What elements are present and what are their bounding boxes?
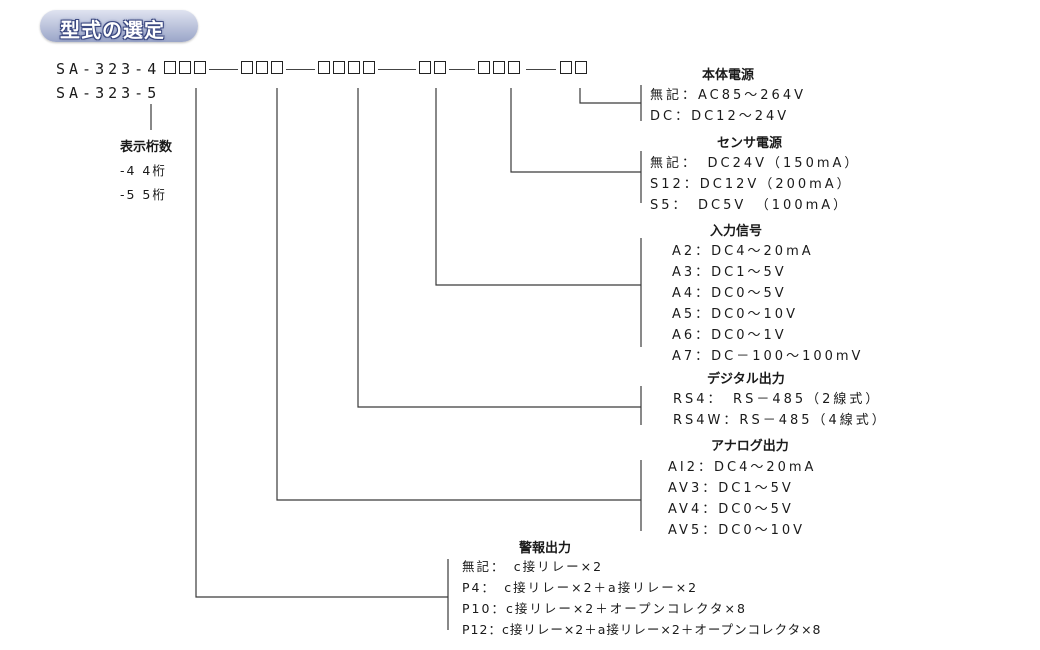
alarm-heading: 警報出力 <box>519 541 572 556</box>
analog-item: AI2：DC4～20mA <box>668 460 817 475</box>
digital-heading: デジタル出力 <box>707 372 785 387</box>
page-title: 型式の選定 <box>60 18 165 42</box>
analog-connector <box>276 88 641 501</box>
power-item: 無記：AC85～264V <box>650 88 806 103</box>
digital-connector <box>357 88 641 408</box>
code-box <box>419 61 431 74</box>
digits-heading: 表示桁数 <box>120 140 173 155</box>
code-box <box>478 61 490 74</box>
code-box <box>256 61 268 74</box>
code-box <box>493 61 505 74</box>
alarm-item: P4： c接リレー×2＋a接リレー×2 <box>462 580 699 595</box>
code-box <box>318 61 330 74</box>
digital-item: RS4： RS－485（2線式） <box>673 392 882 407</box>
code-box <box>194 61 206 74</box>
sensor-item: S5： DC5V （100mA） <box>650 198 850 213</box>
model-code-4: SA-323-4 <box>56 60 161 78</box>
sensor-connector <box>510 88 641 173</box>
digits-item: -4 4桁 <box>120 163 167 178</box>
alarm-item: P12：c接リレー×2＋a接リレー×2＋オープンコレクタ×8 <box>462 622 822 637</box>
input-heading: 入力信号 <box>710 224 763 239</box>
input-connector <box>435 88 641 286</box>
power-connector <box>579 88 641 104</box>
analog-item: AV4：DC0～5V <box>668 502 794 517</box>
code-box <box>560 61 572 74</box>
model-code-5: SA-323-5 <box>56 84 161 102</box>
digital-item: RS4W：RS－485（4線式） <box>673 413 888 428</box>
code-box <box>333 61 345 74</box>
separator-dash <box>209 69 238 71</box>
analog-heading: アナログ出力 <box>711 439 789 454</box>
power-heading: 本体電源 <box>702 68 755 83</box>
input-item: A5：DC0～10V <box>672 307 798 322</box>
input-item: A3：DC1～5V <box>672 265 787 280</box>
input-item: A6：DC0～1V <box>672 328 787 343</box>
code-box <box>164 61 176 74</box>
alarm-item: 無記： c接リレー×2 <box>462 559 604 574</box>
separator-dash <box>378 69 416 71</box>
code-box <box>179 61 191 74</box>
digits-item: -5 5桁 <box>120 187 167 202</box>
code-box <box>271 61 283 74</box>
power-item: DC：DC12～24V <box>650 109 790 124</box>
separator-dash <box>449 69 475 71</box>
separator-dash <box>526 69 556 71</box>
code-box <box>508 61 520 74</box>
code-box <box>575 61 587 74</box>
alarm-item: P10：c接リレー×2＋オープンコレクタ×8 <box>462 601 747 616</box>
analog-item: AV5：DC0～10V <box>668 523 806 538</box>
analog-item: AV3：DC1～5V <box>668 481 794 496</box>
input-item: A4：DC0～5V <box>672 286 787 301</box>
alarm-connector <box>195 88 448 598</box>
sensor-item: 無記： DC24V（150mA） <box>650 156 861 171</box>
sensor-item: S12：DC12V（200mA） <box>650 177 853 192</box>
separator-dash <box>286 69 315 71</box>
input-item: A2：DC4～20mA <box>672 244 814 259</box>
sensor-heading: センサ電源 <box>717 136 783 151</box>
input-item: A7：DC－100～100mV <box>672 349 864 364</box>
code-box <box>241 61 253 74</box>
code-box <box>434 61 446 74</box>
title-badge <box>40 10 198 42</box>
code-box <box>348 61 360 74</box>
code-box <box>363 61 375 74</box>
